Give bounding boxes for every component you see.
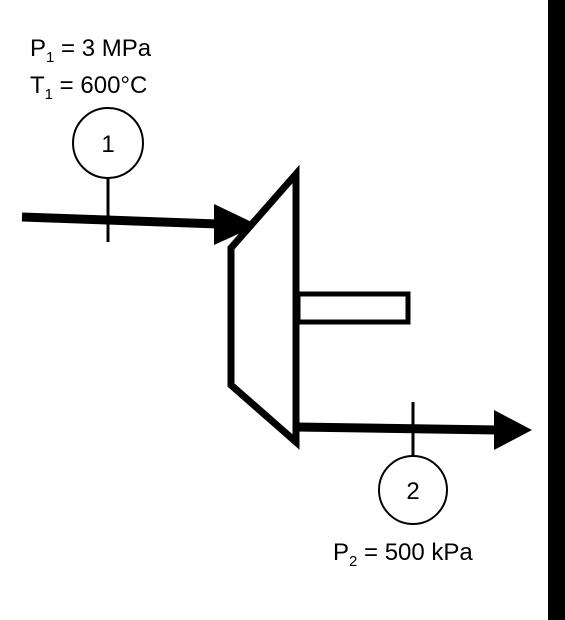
outlet-pressure-symbol: P <box>333 539 349 566</box>
state-1-marker: 1 <box>72 107 144 242</box>
inlet-temperature-subscript: 1 <box>45 86 53 103</box>
outlet-pressure-subscript: 2 <box>349 553 357 570</box>
inlet-temperature-value: = 600°C <box>53 72 147 99</box>
state-2-number: 2 <box>406 478 419 505</box>
inlet-pressure-value: = 3 MPa <box>54 35 151 62</box>
state-1-number: 1 <box>101 131 114 158</box>
inlet-temperature-symbol: T <box>30 72 45 99</box>
inlet-arrow <box>21 204 258 245</box>
inlet-pressure-subscript: 1 <box>46 49 54 66</box>
turbine-body <box>227 164 300 450</box>
turbine-shaft <box>295 291 411 325</box>
outlet-arrow-head <box>494 410 532 450</box>
inlet-arrow-head <box>214 204 258 245</box>
outlet-pressure-value: = 500 kPa <box>357 539 473 566</box>
outlet-arrow <box>295 410 532 450</box>
outlet-arrow-shaft <box>295 422 499 435</box>
inlet-temperature-label: T1 = 600°C <box>30 72 147 103</box>
right-edge-bar <box>548 0 565 620</box>
outlet-pressure-label: P2 = 500 kPa <box>333 539 473 570</box>
state-2-marker: 2 <box>378 402 448 525</box>
inlet-pressure-symbol: P <box>30 35 46 62</box>
inlet-arrow-shaft <box>21 212 219 229</box>
turbine-diagram: P1 = 3 MPa T1 = 600°C 1 2 P2 = 500 kPa <box>21 35 532 570</box>
state-2-circle <box>378 455 448 525</box>
inlet-pressure-label: P1 = 3 MPa <box>30 35 152 66</box>
